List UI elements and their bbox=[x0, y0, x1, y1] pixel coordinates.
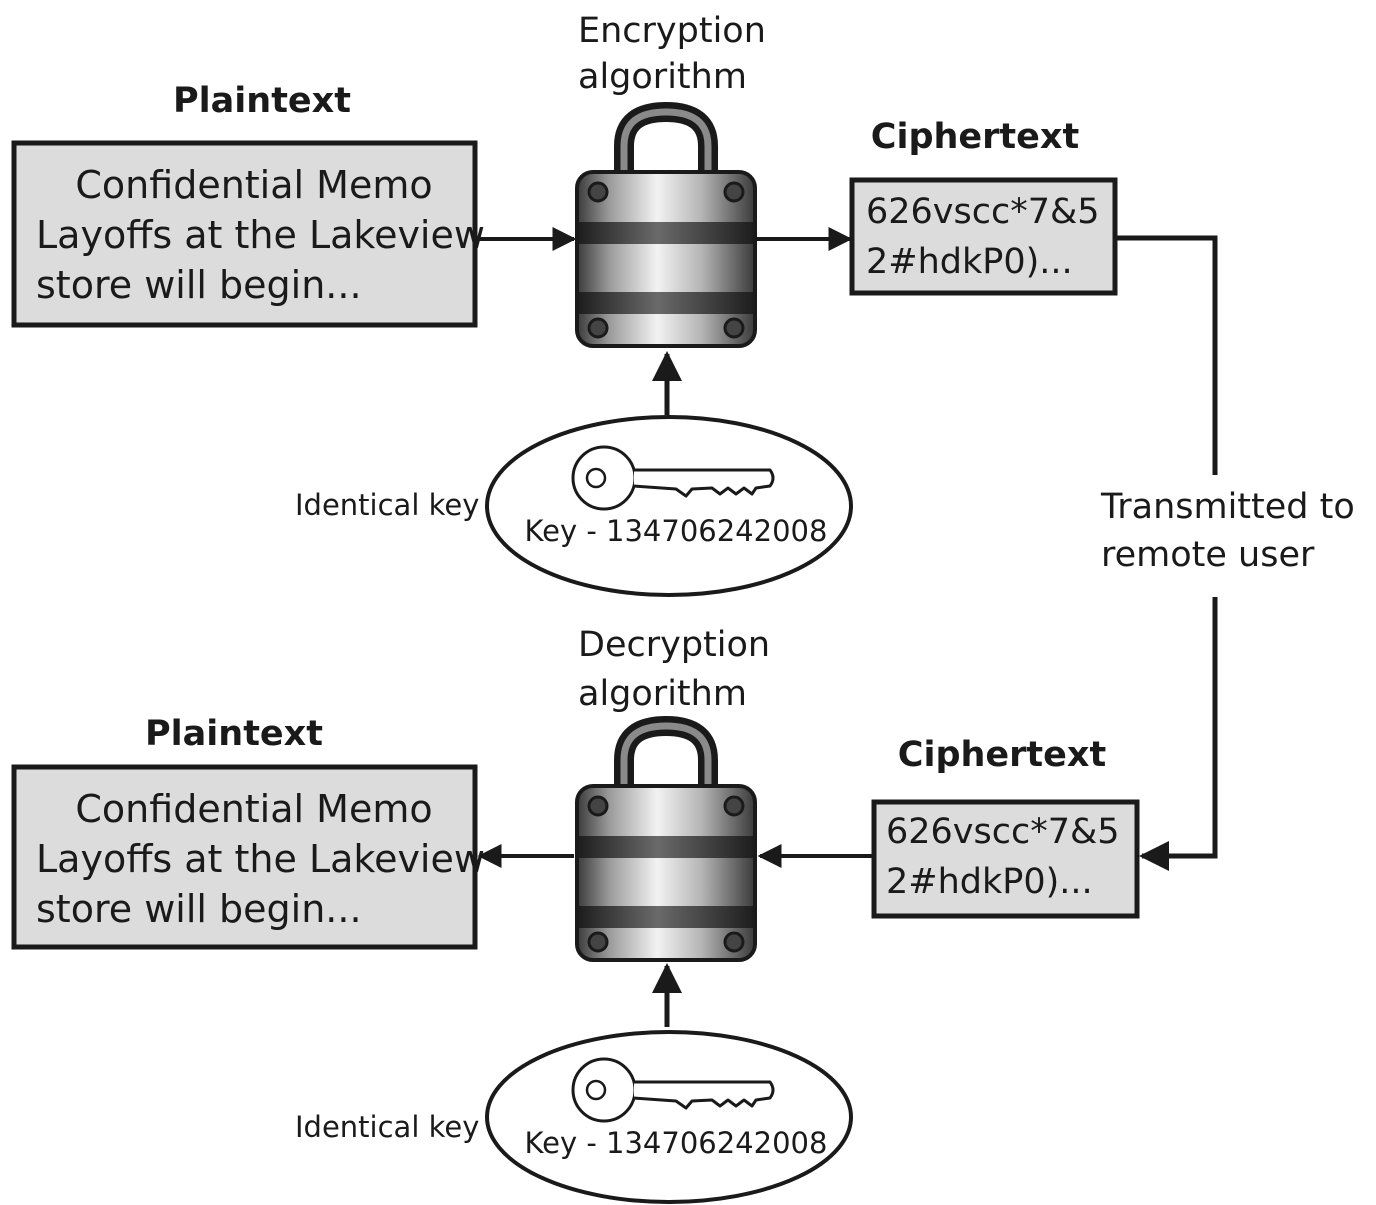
transmit-label-line-1: Transmitted to bbox=[1100, 487, 1355, 527]
bottom-plaintext-label: Plaintext bbox=[145, 714, 323, 754]
top-plaintext-line-2: Layoffs at the Lakeview bbox=[36, 213, 485, 257]
top-ciphertext-box bbox=[849, 177, 1118, 296]
bottom-ciphertext-line-1: 626vscc*7&5 bbox=[886, 812, 1120, 852]
bottom-key-ellipse bbox=[485, 1030, 853, 1204]
top-algorithm-label-line-1: Encryption bbox=[578, 11, 766, 51]
transmit-line-upper bbox=[1117, 235, 1218, 475]
bottom-plaintext-line-1: Confidential Memo bbox=[75, 787, 432, 831]
bottom-algorithm-label-line-1: Decryption bbox=[578, 625, 770, 665]
transmit-line-lower bbox=[1139, 597, 1218, 871]
top-plaintext-line-3: store will begin... bbox=[36, 263, 362, 307]
bottom-plaintext-line-3: store will begin... bbox=[36, 887, 362, 931]
bottom-algorithm-label-line-2: algorithm bbox=[578, 674, 747, 714]
bottom-key-value: Key - 134706242008 bbox=[525, 1126, 828, 1160]
top-plaintext-label: Plaintext bbox=[173, 81, 351, 121]
top-plaintext-line-1: Confidential Memo bbox=[75, 163, 432, 207]
bottom-identical-key-label: Identical key bbox=[295, 1110, 479, 1144]
top-ciphertext-line-2: 2#hdkP0)... bbox=[866, 242, 1073, 282]
top-plaintext-box bbox=[11, 140, 478, 328]
transmit-label-line-2: remote user bbox=[1101, 535, 1315, 575]
bottom-ciphertext-label: Ciphertext bbox=[898, 735, 1106, 775]
key-icon bbox=[571, 445, 775, 511]
key-icon bbox=[571, 1057, 775, 1123]
top-key-value: Key - 134706242008 bbox=[525, 514, 828, 548]
padlock-icon bbox=[575, 715, 757, 962]
top-key-ellipse bbox=[485, 415, 853, 597]
bottom-plaintext-box bbox=[11, 764, 478, 950]
bottom-plaintext-line-2: Layoffs at the Lakeview bbox=[36, 837, 485, 881]
top-algorithm-label-line-2: algorithm bbox=[578, 57, 747, 97]
top-ciphertext-label: Ciphertext bbox=[871, 117, 1079, 157]
top-identical-key-label: Identical key bbox=[295, 488, 479, 522]
top-ciphertext-line-1: 626vscc*7&5 bbox=[866, 192, 1100, 232]
bottom-ciphertext-box bbox=[871, 799, 1140, 919]
padlock-icon bbox=[575, 101, 757, 348]
bottom-ciphertext-line-2: 2#hdkP0)... bbox=[886, 862, 1093, 902]
